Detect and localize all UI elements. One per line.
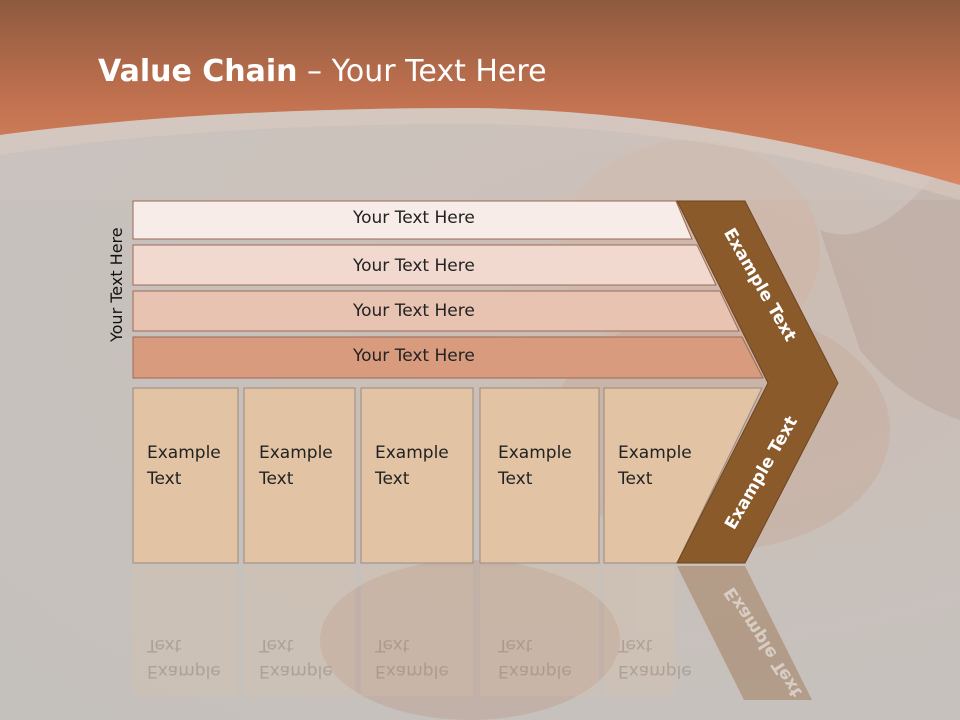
row-label-3: Your Text Here	[353, 301, 475, 321]
row-bar-1	[132, 200, 693, 240]
chevron-reflection	[677, 566, 812, 700]
chevron-arrow	[676, 200, 839, 564]
header-band	[0, 0, 960, 200]
row-bar-4	[132, 336, 764, 379]
column-box-4	[479, 387, 600, 564]
row-bar-2	[132, 244, 717, 286]
row-label-2: Your Text Here	[353, 256, 475, 276]
title-bold: Value Chain	[98, 54, 298, 89]
column-box-1	[132, 387, 239, 564]
row-label-1: Your Text Here	[353, 208, 475, 228]
column-box-3	[360, 387, 474, 564]
title-rest: – Your Text Here	[297, 54, 547, 89]
reflection-shapes	[133, 566, 674, 696]
row-label-4: Your Text Here	[353, 346, 475, 366]
slide-title: Value Chain – Your Text Here	[98, 54, 547, 89]
column-box-2	[243, 387, 356, 564]
row-bar-3	[132, 290, 740, 332]
